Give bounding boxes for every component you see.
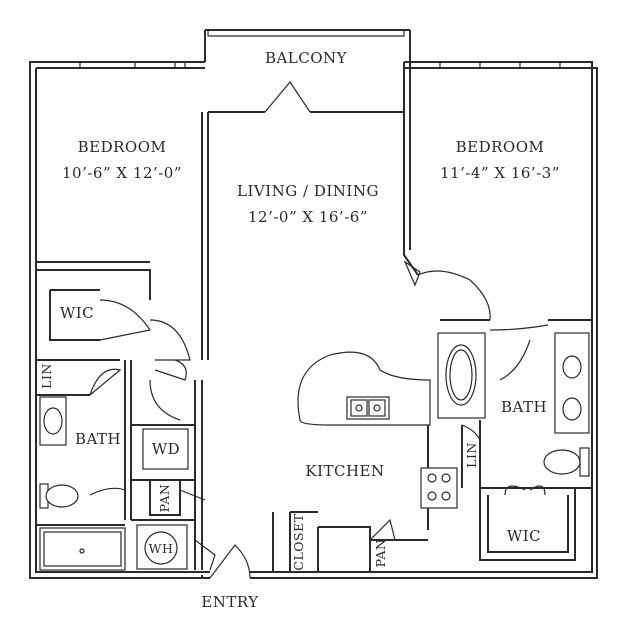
toilet-tank-right (579, 447, 590, 477)
laundry (136, 428, 216, 571)
left-bedroom-walls (36, 112, 209, 360)
right-bath (437, 332, 592, 561)
label-closet: CLOSET (291, 513, 306, 570)
wd-box (142, 428, 189, 470)
label-pan-right: PAN (373, 539, 388, 568)
label-entry: ENTRY (201, 593, 259, 611)
label-lin-right: LIN (464, 442, 479, 468)
label-wic-right: WIC (507, 527, 541, 545)
label-bath-left: BATH (75, 430, 121, 448)
label-lin-left: LIN (39, 363, 54, 389)
toilet-bowl-left (45, 484, 79, 508)
entry-door (201, 544, 251, 579)
label-wic-left: WIC (60, 304, 94, 322)
wh-circle (144, 531, 178, 565)
label-wh: WH (149, 541, 174, 556)
range (420, 467, 458, 509)
label-wd: WD (152, 440, 180, 458)
toilet-bowl-right (543, 449, 581, 475)
kitchen-walls (272, 351, 458, 572)
window-marks (79, 30, 561, 68)
left-bath-walls (36, 359, 206, 570)
label-bedroom-right-size: 11’-4” X 16’-3” (440, 164, 560, 182)
label-balcony: BALCONY (265, 49, 348, 67)
label-living-size: 12’-0” X 16’-6” (248, 208, 368, 226)
label-living: LIVING / DINING (237, 182, 379, 200)
label-bath-right: BATH (501, 398, 547, 416)
label-kitchen: KITCHEN (305, 462, 384, 480)
balcony-walls (208, 80, 404, 113)
kitchen-sink (346, 396, 390, 420)
label-bedroom-left-size: 10’-6” X 12’-0” (62, 164, 182, 182)
left-bath-fixtures (39, 396, 126, 571)
wic-left-walls (36, 289, 191, 361)
label-bedroom-right: BEDROOM (456, 138, 545, 156)
exterior-walls (29, 29, 598, 579)
room-labels: BALCONY BEDROOM 10’-6” X 12’-0” BEDROOM … (39, 49, 560, 611)
label-bedroom-left: BEDROOM (78, 138, 167, 156)
sink-left (43, 407, 63, 435)
right-bedroom-walls (403, 62, 592, 381)
label-pan-left: PAN (157, 484, 172, 513)
